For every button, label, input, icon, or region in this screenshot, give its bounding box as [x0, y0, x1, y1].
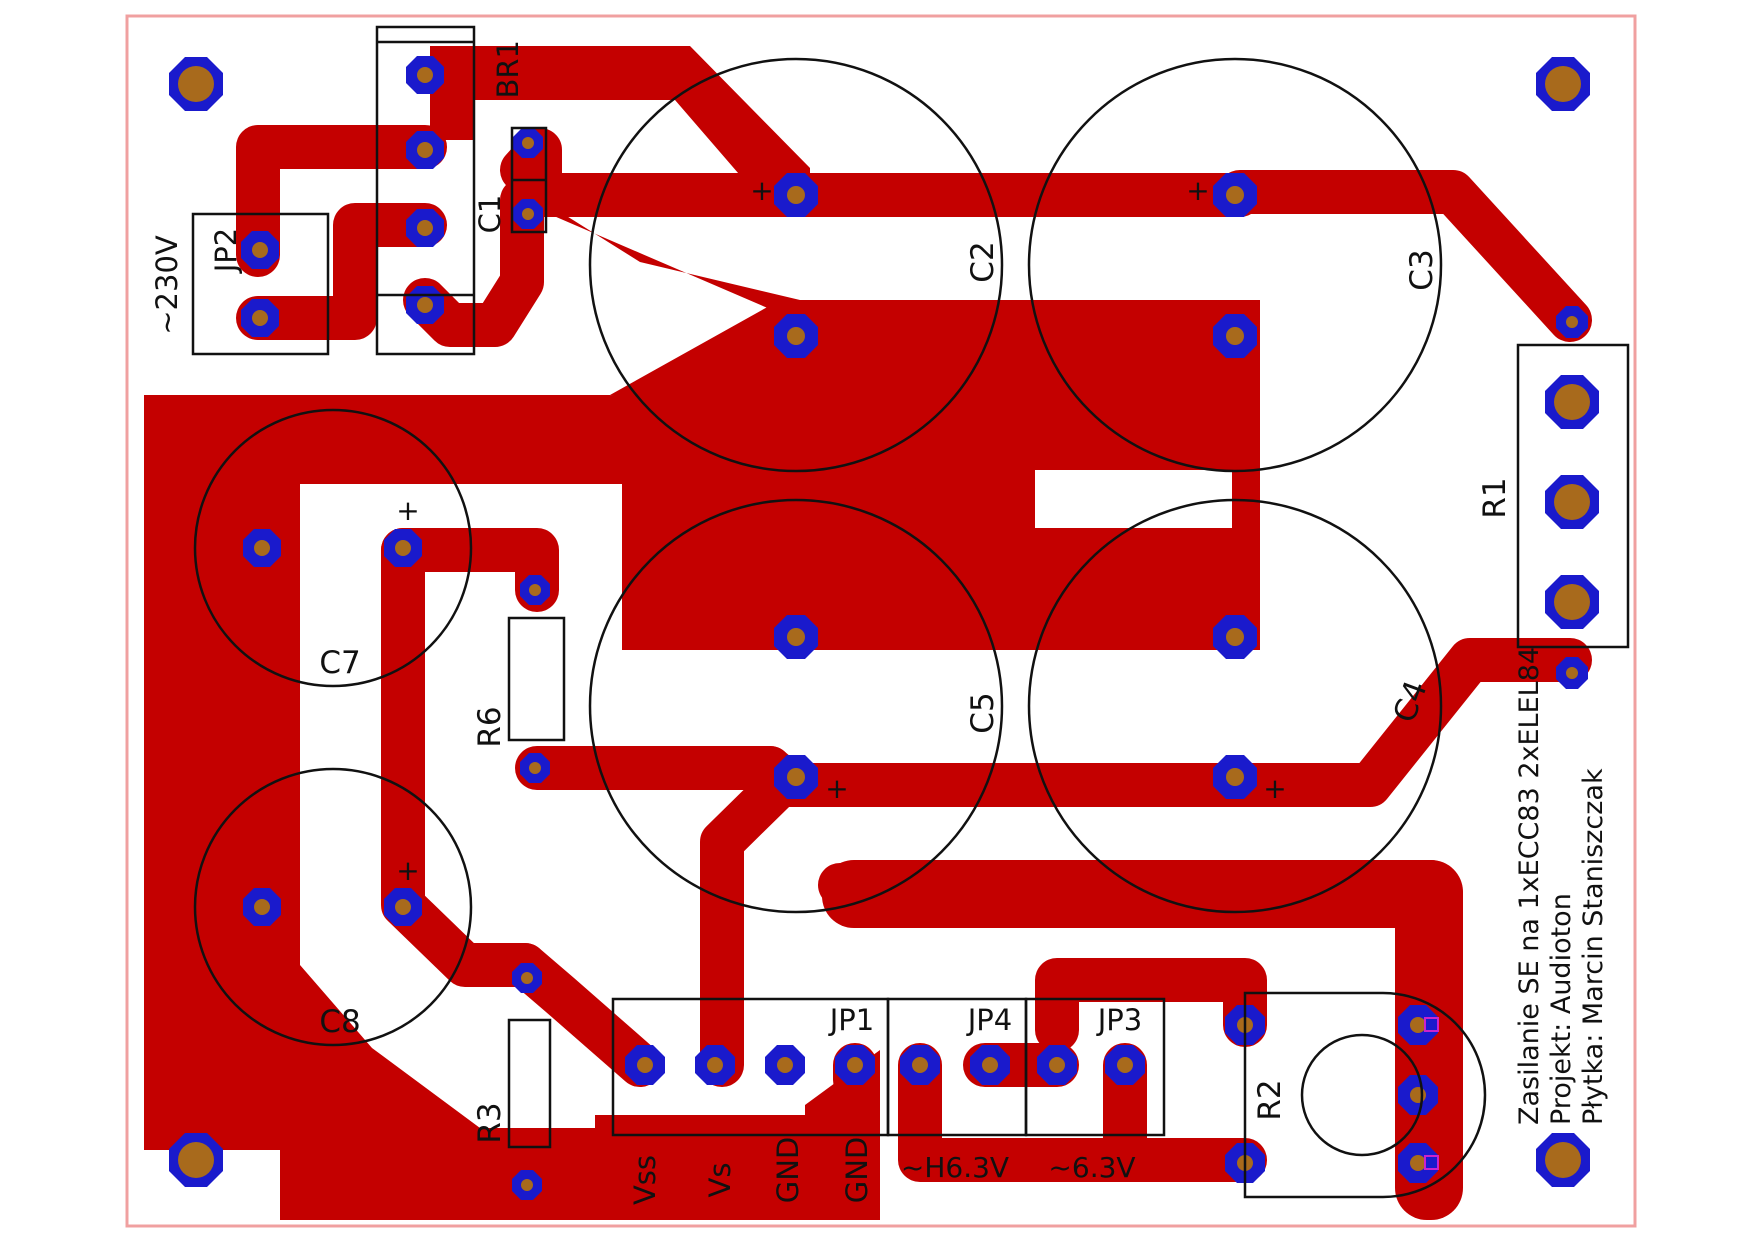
label-jp1: JP1 [828, 1003, 875, 1037]
polarity-c7: + [396, 494, 419, 527]
labels: BR1 C1 JP2 ~230V C2 C3 R1 C7 C8 R6 R3 C5… [150, 40, 1609, 1205]
polarity-c3: + [1186, 174, 1209, 207]
credits-line2: Projekt: Audioton [1546, 893, 1577, 1125]
label-c8: C8 [319, 1004, 360, 1040]
r3-outline [507, 1018, 552, 1149]
mounting-hole [1536, 1133, 1590, 1187]
label-heater: ~6.3V [1048, 1151, 1135, 1184]
label-c5: C5 [965, 692, 1001, 733]
special-pad-mark [1424, 1017, 1439, 1032]
label-vss: Vss [628, 1155, 662, 1205]
label-gnd-1: GND [771, 1137, 805, 1204]
label-heater-h: ~H6.3V [901, 1151, 1009, 1184]
copper-plate-c2c3 [610, 300, 1232, 528]
r6-outline [507, 616, 566, 742]
label-c1: C1 [473, 195, 507, 234]
label-jp3: JP3 [1096, 1003, 1143, 1037]
label-c7: C7 [319, 645, 360, 681]
mounting-hole [169, 1133, 223, 1187]
label-c2: C2 [965, 241, 1001, 282]
credits-line3: Płytka: Marcin Staniszczak [1578, 768, 1609, 1125]
copper-wedge-c1 [522, 188, 800, 322]
c7-outline [193, 408, 473, 688]
label-vs: Vs [703, 1163, 737, 1198]
mounting-holes [169, 57, 1590, 1187]
polarity-c4: + [1263, 772, 1286, 805]
br1-outline [375, 25, 476, 356]
label-r2: R2 [1252, 1079, 1288, 1120]
r2-knob [1300, 1033, 1424, 1157]
silkscreen [191, 25, 1630, 1199]
polarity-c8: + [396, 854, 419, 887]
r1-outline [1516, 343, 1630, 649]
c5-outline [588, 498, 1004, 914]
trace-br1-c2 [430, 46, 810, 210]
label-jp2: JP2 [209, 228, 243, 275]
polarity-c5: + [825, 772, 848, 805]
label-c3: C3 [1404, 249, 1440, 290]
mounting-hole [169, 57, 223, 111]
label-br1: BR1 [491, 40, 525, 99]
r2-outline [1243, 991, 1487, 1199]
label-r6: R6 [472, 706, 508, 747]
label-r3: R3 [472, 1102, 508, 1143]
copper-block-r2 [822, 860, 1462, 928]
special-pad-mark [1424, 1155, 1439, 1170]
label-jp4: JP4 [966, 1003, 1013, 1037]
ground-pour [144, 300, 1260, 1220]
polarity-c2: + [750, 174, 773, 207]
c8-outline [193, 767, 473, 1047]
c4-outline [1027, 498, 1443, 914]
label-gnd-2: GND [840, 1137, 874, 1204]
jp2-outline [191, 212, 330, 356]
credits-line1: Zasilanie SE na 1xECC83 2xELEL84 [1514, 647, 1545, 1125]
label-r1: R1 [1477, 477, 1513, 518]
c2-outline [588, 57, 1004, 473]
r1-pads [1545, 375, 1599, 629]
mounting-hole [1536, 57, 1590, 111]
c3-outline [1027, 57, 1443, 473]
label-mains: ~230V [150, 235, 184, 335]
jp3-outline [1024, 997, 1166, 1137]
